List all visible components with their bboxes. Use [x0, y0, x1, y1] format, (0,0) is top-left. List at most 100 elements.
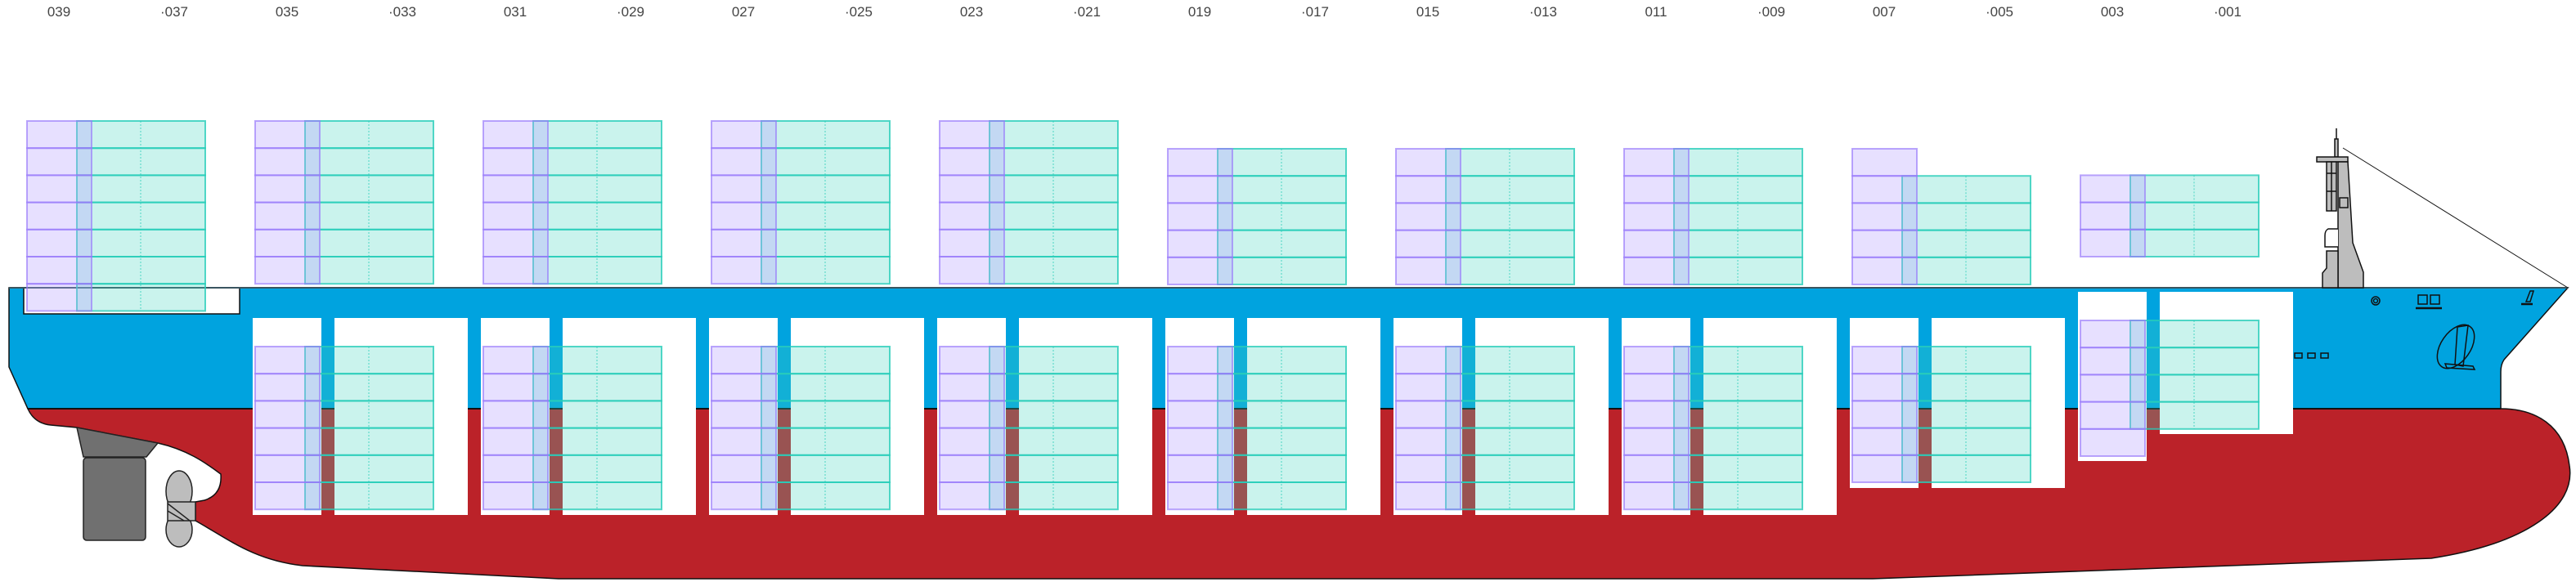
- container-slot[interactable]: [939, 120, 1005, 150]
- container-slot[interactable]: [939, 373, 1005, 402]
- container-slot[interactable]: [711, 400, 777, 429]
- container-slot[interactable]: [1623, 373, 1690, 402]
- container-slot[interactable]: [1167, 256, 1233, 285]
- container-slot[interactable]: [1623, 256, 1690, 285]
- container-slot[interactable]: [1623, 202, 1690, 231]
- container-slot[interactable]: [2080, 201, 2146, 231]
- container-slot[interactable]: [1673, 400, 1803, 429]
- container-slot[interactable]: [939, 147, 1005, 177]
- container-slot[interactable]: [304, 400, 434, 429]
- container-slot[interactable]: [532, 481, 662, 511]
- container-slot[interactable]: [254, 373, 321, 402]
- container-slot[interactable]: [1623, 148, 1690, 177]
- container-slot[interactable]: [254, 256, 321, 285]
- container-slot[interactable]: [304, 174, 434, 204]
- container-slot[interactable]: [482, 147, 549, 177]
- container-slot[interactable]: [2080, 174, 2146, 204]
- container-slot[interactable]: [26, 147, 92, 177]
- container-slot[interactable]: [26, 256, 92, 285]
- container-slot[interactable]: [1445, 400, 1575, 429]
- container-slot[interactable]: [1167, 400, 1233, 429]
- container-slot[interactable]: [1623, 427, 1690, 456]
- container-slot[interactable]: [26, 201, 92, 231]
- container-slot[interactable]: [939, 174, 1005, 204]
- container-slot[interactable]: [1851, 229, 1918, 258]
- container-slot[interactable]: [1395, 481, 1461, 511]
- container-slot[interactable]: [1673, 481, 1803, 511]
- container-slot[interactable]: [989, 174, 1119, 204]
- container-slot[interactable]: [1395, 202, 1461, 231]
- container-slot[interactable]: [1851, 427, 1918, 456]
- container-slot[interactable]: [939, 427, 1005, 456]
- container-slot[interactable]: [254, 454, 321, 483]
- container-slot[interactable]: [711, 174, 777, 204]
- container-slot[interactable]: [1395, 427, 1461, 456]
- container-slot[interactable]: [989, 400, 1119, 429]
- container-slot[interactable]: [939, 228, 1005, 257]
- container-slot[interactable]: [939, 256, 1005, 285]
- container-slot[interactable]: [761, 256, 891, 285]
- container-slot[interactable]: [711, 454, 777, 483]
- container-slot[interactable]: [254, 147, 321, 177]
- container-slot[interactable]: [2080, 228, 2146, 257]
- container-slot[interactable]: [76, 174, 206, 204]
- container-slot[interactable]: [1217, 481, 1347, 511]
- container-slot[interactable]: [254, 481, 321, 511]
- container-slot[interactable]: [1395, 148, 1461, 177]
- container-slot[interactable]: [989, 256, 1119, 285]
- container-slot[interactable]: [1623, 400, 1690, 429]
- container-slot[interactable]: [482, 228, 549, 257]
- container-slot[interactable]: [76, 256, 206, 285]
- container-slot[interactable]: [1623, 175, 1690, 204]
- container-slot[interactable]: [939, 346, 1005, 375]
- container-slot[interactable]: [939, 400, 1005, 429]
- container-slot[interactable]: [532, 256, 662, 285]
- container-slot[interactable]: [1901, 229, 2031, 258]
- container-slot[interactable]: [254, 120, 321, 150]
- container-slot[interactable]: [482, 400, 549, 429]
- container-slot[interactable]: [1445, 202, 1575, 231]
- container-slot[interactable]: [1167, 175, 1233, 204]
- container-slot[interactable]: [1851, 148, 1918, 177]
- container-slot[interactable]: [254, 400, 321, 429]
- container-slot[interactable]: [482, 427, 549, 456]
- container-slot[interactable]: [1167, 427, 1233, 456]
- container-slot[interactable]: [1395, 175, 1461, 204]
- container-slot[interactable]: [532, 174, 662, 204]
- container-slot[interactable]: [482, 120, 549, 150]
- container-slot[interactable]: [1851, 400, 1918, 429]
- container-slot[interactable]: [1167, 346, 1233, 375]
- container-slot[interactable]: [1851, 202, 1918, 231]
- container-slot[interactable]: [711, 346, 777, 375]
- container-slot[interactable]: [1851, 175, 1918, 204]
- container-slot[interactable]: [711, 120, 777, 150]
- container-slot[interactable]: [482, 454, 549, 483]
- container-slot[interactable]: [2080, 374, 2146, 403]
- container-slot[interactable]: [1623, 229, 1690, 258]
- container-slot[interactable]: [26, 283, 92, 312]
- container-slot[interactable]: [26, 228, 92, 257]
- container-slot[interactable]: [1395, 454, 1461, 483]
- container-slot[interactable]: [254, 174, 321, 204]
- container-slot[interactable]: [711, 373, 777, 402]
- container-slot[interactable]: [482, 256, 549, 285]
- container-slot[interactable]: [304, 481, 434, 511]
- container-slot[interactable]: [1217, 202, 1347, 231]
- container-slot[interactable]: [532, 400, 662, 429]
- container-slot[interactable]: [711, 201, 777, 231]
- container-slot[interactable]: [2129, 374, 2260, 403]
- container-slot[interactable]: [1395, 373, 1461, 402]
- container-slot[interactable]: [1623, 454, 1690, 483]
- container-slot[interactable]: [1445, 481, 1575, 511]
- container-slot[interactable]: [1167, 229, 1233, 258]
- container-slot[interactable]: [939, 454, 1005, 483]
- container-slot[interactable]: [26, 120, 92, 150]
- container-slot[interactable]: [2080, 320, 2146, 349]
- container-slot[interactable]: [1167, 454, 1233, 483]
- container-slot[interactable]: [711, 481, 777, 511]
- container-slot[interactable]: [2080, 401, 2146, 430]
- container-slot[interactable]: [254, 427, 321, 456]
- container-slot[interactable]: [26, 174, 92, 204]
- container-slot[interactable]: [482, 481, 549, 511]
- container-slot[interactable]: [482, 201, 549, 231]
